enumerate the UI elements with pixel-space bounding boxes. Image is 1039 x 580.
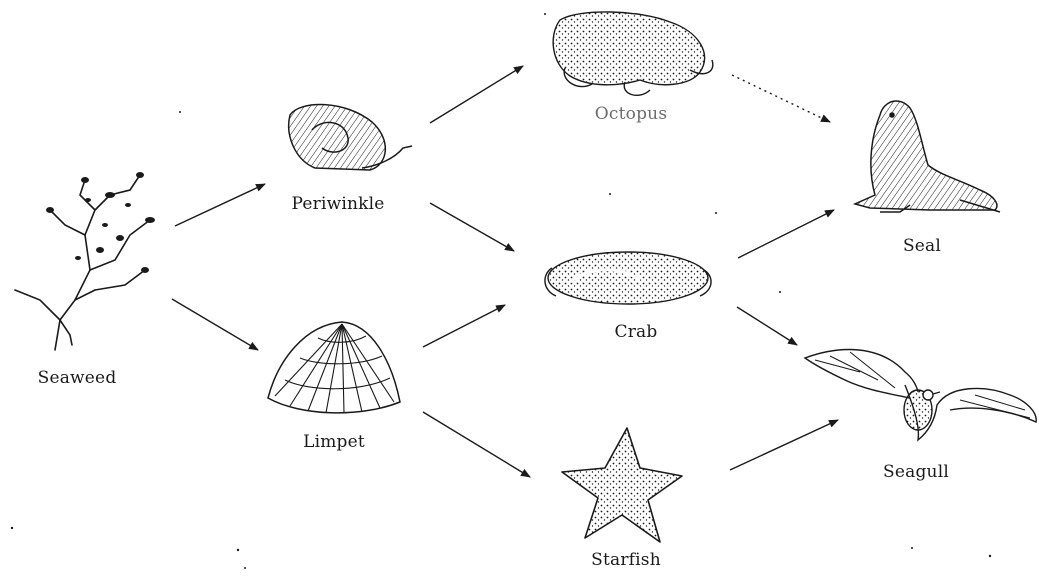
seaweed-illustration: [15, 172, 155, 350]
starfish-illustration: [562, 428, 682, 542]
label-periwinkle: Periwinkle: [291, 194, 384, 214]
arrow-limpet-to-starfish: [423, 412, 530, 477]
scan-noise: [11, 13, 991, 569]
arrow-seaweed-to-limpet: [172, 299, 258, 350]
arrow-seaweed-to-periwinkle: [175, 184, 265, 226]
food-web-arrows: [172, 66, 838, 477]
label-seagull: Seagull: [883, 462, 949, 482]
seagull-illustration: [805, 350, 1036, 440]
arrow-octopus-to-seal: [732, 75, 830, 122]
periwinkle-illustration: [289, 105, 412, 170]
arrow-limpet-to-crab: [423, 305, 505, 347]
label-seal: Seal: [903, 236, 941, 256]
arrow-starfish-to-seagull: [730, 420, 838, 470]
seal-illustration: [855, 101, 1000, 212]
arrow-crab-to-seagull: [737, 307, 797, 345]
arrow-periwinkle-to-octopus: [430, 66, 523, 123]
crab-illustration: [545, 252, 711, 304]
label-starfish: Starfish: [591, 550, 661, 570]
label-limpet: Limpet: [303, 432, 365, 452]
label-octopus: Octopus: [595, 104, 667, 124]
octopus-illustration: [553, 12, 713, 95]
label-crab: Crab: [615, 322, 658, 342]
limpet-illustration: [268, 322, 400, 413]
label-seaweed: Seaweed: [38, 368, 117, 388]
arrow-crab-to-seal: [738, 210, 834, 258]
arrow-periwinkle-to-crab: [430, 203, 514, 251]
